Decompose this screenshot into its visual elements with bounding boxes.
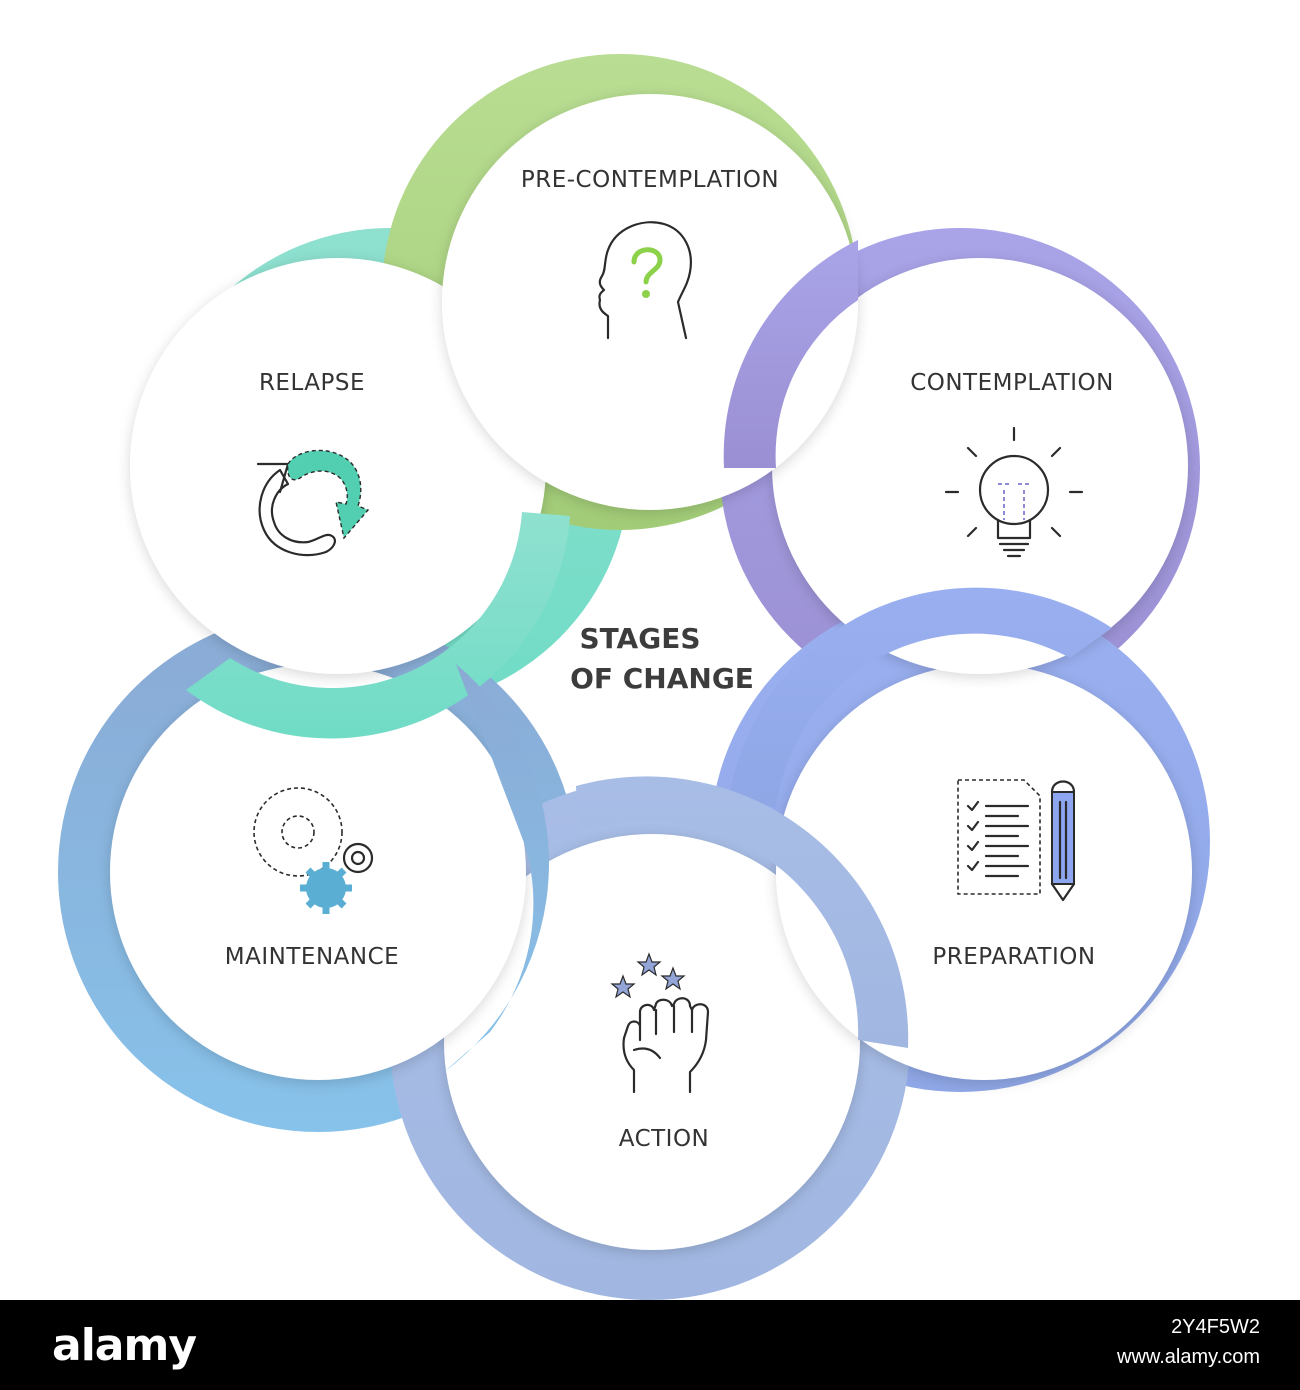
stages-of-change-diagram: PRE-CONTEMPLATION CONTEMPLATION PREPARAT… xyxy=(58,54,1210,1300)
preparation-ring-overlap xyxy=(730,587,1112,808)
checklist-pencil-icon xyxy=(957,779,1076,902)
contemplation-label: CONTEMPLATION xyxy=(910,370,1114,396)
raised-fist-stars-icon xyxy=(610,952,710,1094)
image-id: 2Y4F5W2 xyxy=(1171,1316,1260,1338)
maintenance-ring-overlap xyxy=(444,664,549,1072)
center-title: STAGES OF CHANGE xyxy=(570,622,754,695)
gears-icon xyxy=(253,787,374,914)
action-ring-overlap xyxy=(576,776,909,1048)
footer-bar: alamy 2Y4F5W2 www.alamy.com xyxy=(0,1300,1300,1390)
lightbulb-icon xyxy=(944,426,1084,558)
head-question-icon xyxy=(598,221,692,340)
pre-contemplation-label: PRE-CONTEMPLATION xyxy=(521,167,779,193)
relapse-label: RELAPSE xyxy=(259,370,365,396)
contemplation-circle[interactable] xyxy=(772,258,1188,674)
maintenance-label: MAINTENANCE xyxy=(225,944,399,970)
stage-labels: PRE-CONTEMPLATION CONTEMPLATION PREPARAT… xyxy=(225,167,1114,1152)
site-url[interactable]: www.alamy.com xyxy=(1117,1346,1260,1368)
action-circle[interactable] xyxy=(444,834,860,1250)
contemplation-ring-overlap xyxy=(723,240,858,468)
action-label: ACTION xyxy=(619,1126,710,1152)
center-title-line2: OF CHANGE xyxy=(570,662,754,695)
ring-overlaps xyxy=(186,240,1112,1072)
stage-circles xyxy=(110,94,1192,1250)
cycle-arrows-icon xyxy=(256,449,370,557)
alamy-logo[interactable]: alamy xyxy=(52,1320,197,1371)
center-title-line1: STAGES xyxy=(579,622,700,655)
preparation-label: PREPARATION xyxy=(932,944,1095,970)
